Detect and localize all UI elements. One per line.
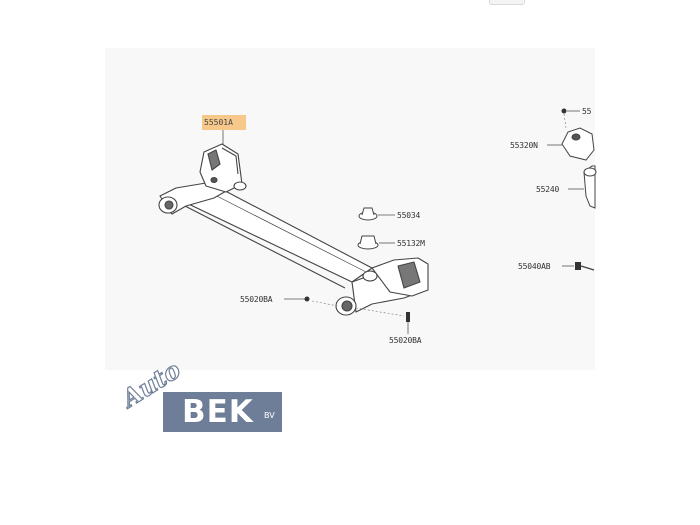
right-spring — [583, 165, 597, 209]
part-label-right-spring: 55240 — [536, 185, 559, 194]
autobek-logo-main: BEK — [182, 394, 254, 430]
browser-tab-edge — [489, 0, 525, 5]
part-label-right-insulator: 55320N — [510, 141, 538, 150]
part-label-bump-stop-upper: 55034 — [397, 211, 420, 220]
part-label-bump-stop-lower: 55132M — [397, 239, 425, 248]
bump-stop-upper — [358, 207, 378, 221]
bolt-bottom-axis — [355, 307, 405, 317]
part-label-right-top: 55 — [582, 107, 592, 116]
part-label-highlight — [202, 115, 246, 130]
diagram-background — [105, 48, 595, 370]
right-bolt-icon — [575, 262, 595, 271]
autobek-logo-box — [163, 392, 282, 432]
part-label-bolt-bottom: 55020BA — [389, 336, 422, 345]
bolt-bottom-icon — [406, 312, 410, 322]
right-top-nut-icon — [561, 108, 567, 114]
part-label-beam: 55501A — [204, 118, 233, 127]
bolt-left-icon — [304, 296, 310, 302]
part-label-right-bolt: 55040AB — [518, 262, 551, 271]
right-insulator — [561, 127, 595, 161]
torsion-beam-axle — [158, 143, 429, 316]
bolt-left-axis — [311, 300, 339, 307]
autobek-logo-suffix: BV — [264, 411, 275, 420]
bump-stop-lower — [357, 235, 379, 250]
part-label-bolt-left: 55020BA — [240, 295, 273, 304]
